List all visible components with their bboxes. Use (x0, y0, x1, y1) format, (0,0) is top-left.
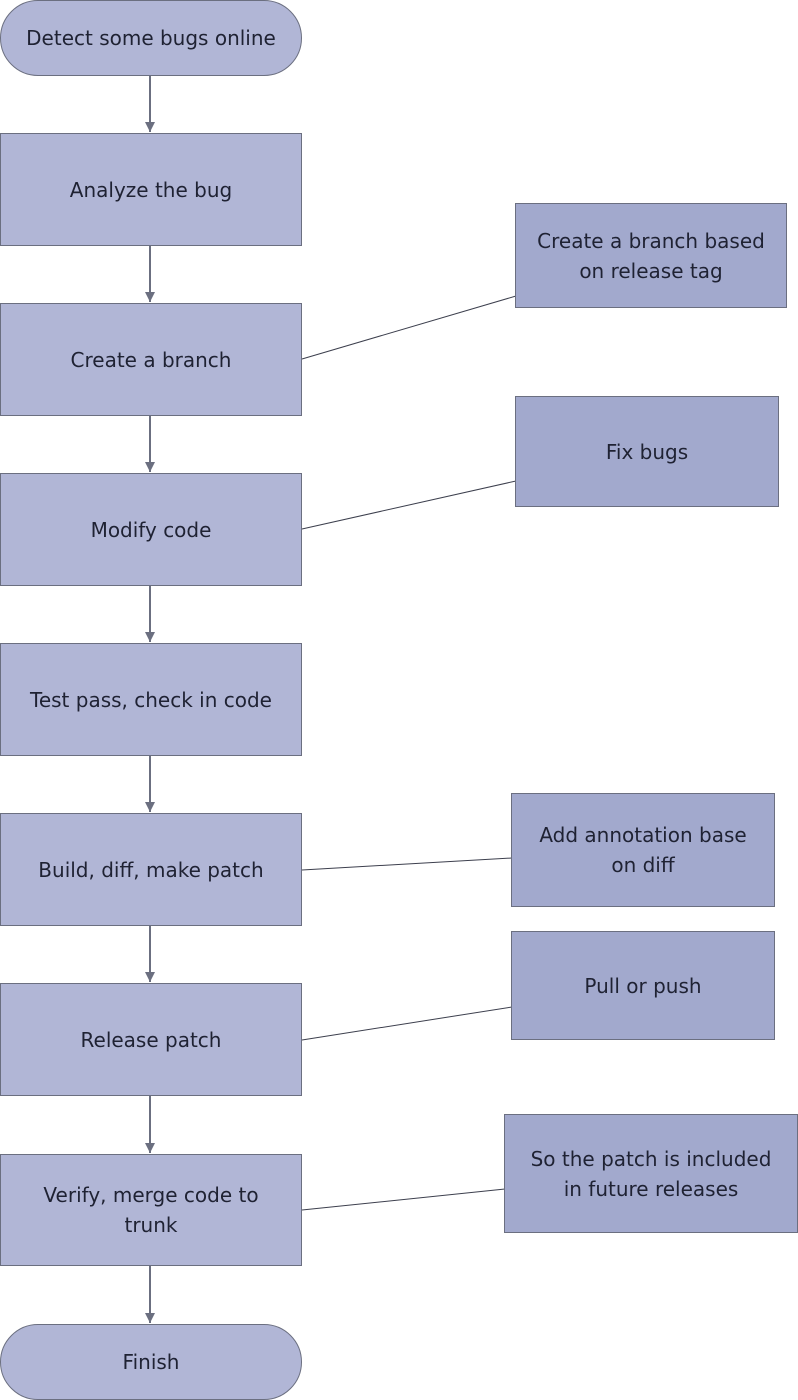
step-release-patch: Release patch (0, 983, 302, 1096)
step-start-terminal: Detect some bugs online (0, 0, 302, 76)
note-line-modify (301, 480, 517, 530)
note-line-release (301, 1006, 513, 1041)
note-line-verify (301, 1188, 506, 1211)
note-branch-from-tag: Create a branch based on release tag (515, 203, 787, 308)
note-future-releases: So the patch is included in future relea… (504, 1114, 798, 1233)
note-fix-bugs: Fix bugs (515, 396, 779, 507)
step-modify-code: Modify code (0, 473, 302, 586)
step-build-patch: Build, diff, make patch (0, 813, 302, 926)
step-analyze-bug: Analyze the bug (0, 133, 302, 246)
note-line-branch (301, 295, 517, 360)
note-line-build (301, 857, 513, 871)
note-add-annotation: Add annotation base on diff (511, 793, 775, 907)
step-create-branch: Create a branch (0, 303, 302, 416)
step-verify-merge: Verify, merge code to trunk (0, 1154, 302, 1266)
note-pull-or-push: Pull or push (511, 931, 775, 1040)
step-finish-terminal: Finish (0, 1324, 302, 1400)
step-test-checkin: Test pass, check in code (0, 643, 302, 756)
